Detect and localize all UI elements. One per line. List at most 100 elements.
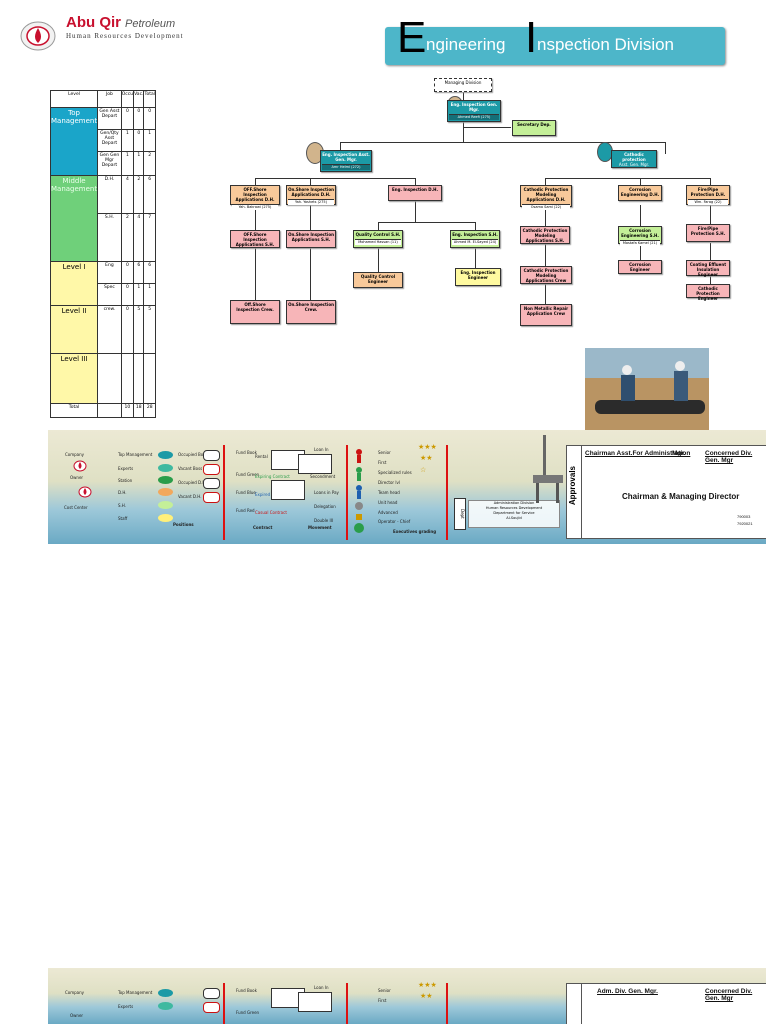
legend-grading-title: Executives grading bbox=[393, 529, 437, 534]
org-gm: Eng. Inspection Gen. Mgr.Ahmed Reefi (27… bbox=[447, 100, 501, 122]
legend-unit-head: Unit head bbox=[378, 500, 398, 505]
approval-mgr: Mgr. bbox=[672, 450, 686, 457]
table-row: Gen/Qty Asst Depart 1 0 1 bbox=[51, 129, 156, 152]
cell bbox=[143, 353, 156, 404]
legend-top-management: Top Management bbox=[118, 452, 153, 457]
approval-adm-div: Adm. Div. Gen. Mgr. bbox=[597, 988, 658, 995]
swatch-top bbox=[158, 451, 173, 459]
org-asst-gm: Eng. Inspection Asst. Gen. Mgr.Amr Helmi… bbox=[320, 150, 372, 172]
org-eng-corrosion: Corrosion Engineer bbox=[618, 260, 662, 274]
legend-dh: D.H. bbox=[118, 490, 127, 495]
approvals-panel: Approvals Chairman Asst.For Administrati… bbox=[566, 445, 766, 539]
cell: 5 bbox=[133, 305, 145, 354]
col-total: Total bbox=[143, 90, 156, 108]
company-logo bbox=[20, 21, 56, 51]
org-cathodic-crew: Cathodic Protection Modeling Application… bbox=[520, 266, 572, 284]
staff-table: Level Job Occu Vac. Total Top Management… bbox=[49, 90, 156, 418]
approval-code-1: 790003 bbox=[737, 514, 751, 519]
title-inspection-division: nspection Division bbox=[537, 35, 675, 54]
cell: S.H. bbox=[97, 213, 122, 262]
swatch-staff bbox=[158, 514, 173, 522]
divider bbox=[346, 445, 348, 540]
cost-center-logo-icon bbox=[78, 486, 92, 498]
legend-movement-title: Movement bbox=[308, 525, 332, 530]
cell: Gen/Qty Asst Depart bbox=[97, 129, 122, 152]
cell: 1 bbox=[143, 129, 156, 152]
cell: 6 bbox=[133, 261, 145, 284]
title-engineering: ngineering bbox=[426, 35, 506, 54]
legend-banner: Company Owner Cost Center Top Management… bbox=[48, 430, 766, 544]
level-3: Level III bbox=[49, 353, 99, 404]
legend-banner-repeat: Company Owner Top Management Experts Fun… bbox=[48, 968, 766, 1024]
legend-loan-in: Loan In bbox=[314, 447, 329, 452]
cell: crew. bbox=[97, 305, 122, 354]
org-dh-fire-pipe: Fire/Pipe Protection D.H.Wm. Farag (22) bbox=[686, 185, 730, 205]
level-middle: Middle Management bbox=[49, 175, 99, 262]
swatch-experts bbox=[158, 464, 173, 472]
swatch-station bbox=[158, 476, 173, 484]
movement-box bbox=[298, 454, 332, 474]
swatch-sh bbox=[158, 501, 173, 509]
org-dh-offshore: OFF.Shore Inspection Applications D.H.Ya… bbox=[230, 185, 280, 210]
cell: Spec bbox=[97, 283, 122, 306]
org-sh-cathodic: Cathodic Protection Modeling Application… bbox=[520, 226, 570, 244]
org-eng-inspection: Eng. Inspection Engineer bbox=[455, 268, 501, 286]
org-crew-offshore: Off.Shore Inspection Crew. bbox=[230, 300, 280, 324]
table-row: Gen Gen Mgr Depart 1 1 2 bbox=[51, 151, 156, 176]
movement-icons bbox=[354, 449, 364, 533]
org-dh-onshore: On.Shore Inspection Applications D.H.Yah… bbox=[286, 185, 336, 205]
total-occu: 10 bbox=[120, 403, 135, 418]
org-sh-corrosion: Corrosion Engineering S.H.Mostafa Kamel … bbox=[618, 226, 662, 246]
cell: 0 bbox=[120, 305, 135, 354]
title-cap-e: E bbox=[397, 13, 427, 62]
total-vac: 18 bbox=[133, 403, 145, 418]
legend-positions-title: Positions bbox=[173, 522, 194, 527]
org-crew-onshore: On.Shore Inspection Crew. bbox=[286, 300, 336, 324]
cell: 0 bbox=[133, 129, 145, 152]
legend-fund-green: Fund Green bbox=[236, 472, 260, 477]
cell bbox=[97, 353, 122, 404]
approval-concerned-div: Concerned Div. Gen. Mgr bbox=[705, 450, 753, 464]
level-2: Level II bbox=[49, 305, 99, 354]
cell: 5 bbox=[143, 305, 156, 354]
cell: 1 bbox=[133, 151, 145, 176]
cell: 4 bbox=[120, 175, 135, 214]
offshore-rig-image bbox=[533, 435, 563, 503]
org-eng-quality: Quality Control Engineer bbox=[353, 272, 403, 288]
cell: 6 bbox=[143, 175, 156, 214]
table-row: S.H. 2 4 7 bbox=[51, 213, 156, 262]
legend-specialized: Specialized rules bbox=[378, 470, 412, 475]
org-sh-fire-pipe: Fire/Pipe Protection S.H. bbox=[686, 224, 730, 242]
org-crew-nonmetallic: Non Metallic Repair Application Crew bbox=[520, 304, 572, 326]
legend-fund-red: Fund Red bbox=[236, 508, 255, 513]
cell: 0 bbox=[120, 283, 135, 306]
table-row: Middle Management D.H. 4 2 6 bbox=[49, 175, 156, 262]
cell: Gen Asst Depart bbox=[97, 107, 122, 130]
legend-secondment: Secondment bbox=[310, 474, 336, 479]
brand-name: Abu Qir bbox=[66, 14, 121, 31]
cell: 2 bbox=[133, 175, 145, 214]
cell bbox=[120, 353, 135, 404]
total-label: Total bbox=[49, 403, 99, 418]
org-sh-offshore: OFF.Shore Inspection Applications S.H. bbox=[230, 230, 280, 248]
approval-concerned-div-2: Concerned Div. Gen. Mgr bbox=[705, 988, 753, 1002]
legend-director: Director lvl bbox=[378, 480, 400, 485]
org-managing-division: Managing Division bbox=[434, 78, 492, 92]
divider bbox=[446, 445, 448, 540]
cell: 2 bbox=[143, 151, 156, 176]
division-title: E ngineering I nspection Division bbox=[385, 13, 725, 65]
cell: 1 bbox=[133, 283, 145, 306]
level-top: Top Management bbox=[49, 107, 99, 176]
legend-casual: Casual Contract bbox=[255, 510, 287, 515]
table-row: Level I Eng 0 6 6 bbox=[49, 261, 156, 306]
cell: 0 bbox=[143, 107, 156, 130]
brand-subtitle: Human Resources Development bbox=[66, 32, 184, 40]
legend-contract-title: Contract bbox=[253, 525, 273, 530]
occupied-dh-slot bbox=[203, 478, 220, 489]
table-row: Top Management Gen Asst Depart 0 0 0 bbox=[49, 107, 156, 176]
stars-two-icon: ★★ bbox=[420, 454, 433, 462]
legend-team-head: Team head bbox=[378, 490, 400, 495]
cell: 4 bbox=[133, 213, 145, 262]
